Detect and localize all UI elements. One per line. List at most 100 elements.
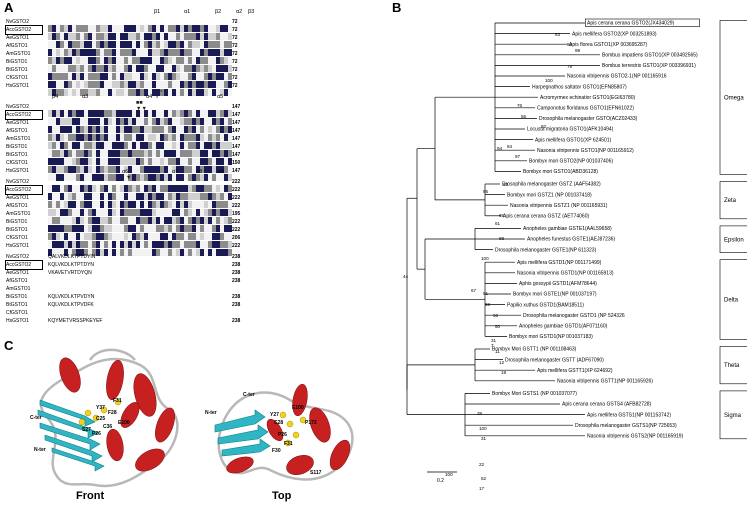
panel-label-a: A: [4, 0, 14, 15]
residue-number: 72: [232, 43, 238, 49]
front-residue-label: F28: [108, 410, 117, 416]
top-residue-label: P172: [305, 420, 317, 426]
active-site-residues: [279, 411, 307, 447]
sequence-residues: [48, 144, 232, 157]
species-name: AfGSTO1: [6, 203, 28, 209]
bootstrap-value: 31: [481, 436, 487, 441]
bootstrap-value: 31: [491, 338, 497, 343]
highlighted-taxon-box: [585, 18, 700, 27]
residue-number: 147: [232, 168, 241, 174]
beta-sheet: [37, 399, 105, 472]
species-name: AccGSTO2: [5, 110, 43, 120]
residue-number: 147: [232, 144, 241, 150]
taxon-label: Apis cerana cerana GSTZ (AET74060): [503, 214, 589, 220]
gst-class-label: Theta: [724, 363, 740, 369]
species-name: CfGSTO1: [6, 160, 28, 166]
taxon-label: Nasonia vitripennis GSTS2(NP 001165919): [587, 434, 684, 440]
species-name: AccGSTO2: [5, 25, 43, 35]
bootstrap-value: 19: [501, 370, 507, 375]
gst-class-label: Sigma: [724, 413, 742, 419]
secondary-structure-label: α1: [184, 9, 191, 15]
bootstrap-value: 22: [479, 462, 485, 467]
residue-number: 195: [232, 211, 241, 217]
species-name: BtGSTO1: [6, 227, 28, 233]
residue-number: 238: [232, 278, 241, 284]
species-name: AmGSTO1: [6, 211, 31, 217]
front-cter-label: C-ter: [30, 415, 42, 421]
top-residue-label: C28: [274, 420, 284, 426]
sequence-residues: [48, 187, 232, 200]
taxon-label: Anopheles gambiae GSTE1(AAL59658): [523, 226, 612, 232]
sequence-residues: [48, 43, 232, 56]
coil-loop: [88, 348, 136, 361]
gst-class-bracket: [719, 20, 747, 175]
sequence-residues: [48, 211, 232, 224]
residue-number: 72: [232, 83, 238, 89]
sequence-residues: [48, 243, 232, 256]
species-name: HsGSTO1: [6, 168, 29, 174]
taxon-label: Nasonia vitripennis GSTD1(NP 001165913): [517, 271, 614, 277]
sequence-residues: [48, 152, 232, 165]
sequence-residues: KQLVKDLKTPVDFK: [48, 301, 94, 308]
top-residue-label: F31: [284, 441, 293, 447]
sequence-residues: [48, 67, 232, 80]
sequence-residues: [48, 136, 232, 149]
taxon-label: Bombyx mori GSTO2(NP 001037406): [529, 159, 613, 165]
taxon-label: Apis mellifera GSTO2(XP 003251893): [572, 31, 657, 37]
residue-number: 72: [232, 27, 238, 33]
residue-number: 222: [232, 219, 241, 225]
residue-number: 238: [232, 262, 241, 268]
secondary-structure-label: β3: [248, 9, 255, 15]
sequence-residues: [48, 310, 232, 317]
secondary-structure-label: β1: [154, 9, 161, 15]
residue-number: 147: [232, 136, 241, 142]
conserved-site-marker: ▼: [126, 175, 132, 181]
gst-class-bracket: [719, 259, 747, 340]
bootstrap-value: 33: [485, 302, 491, 307]
taxon-label: Nasonia vitripennis GSTZ1 (NP 001165931): [510, 203, 608, 209]
residue-number: 72: [232, 35, 238, 41]
sequence-residues: [48, 160, 232, 173]
residue-number: 222: [232, 203, 241, 209]
bootstrap-value: 50: [495, 324, 501, 329]
sequence-residues: [48, 112, 232, 125]
top-view-structure: [214, 383, 354, 481]
taxon-label: Anopheles funestus GSTE1(AEJ87236): [527, 237, 615, 243]
sequence-residues: [48, 278, 232, 285]
secondary-structure-label: α3: [82, 94, 89, 100]
front-residue-label: P26: [92, 431, 101, 437]
species-name: CfGSTO1: [6, 235, 28, 241]
species-name: AfGSTO1: [6, 43, 28, 49]
taxon-label: Nasonia vitripennis GSTO1(NP 001165912): [537, 148, 634, 154]
bootstrap-value: 99: [575, 48, 581, 53]
residue-number: 222: [232, 187, 241, 193]
taxon-label: Drosophila melanogaster GSTO(ACZ02433): [539, 116, 638, 122]
sequence-residues: [48, 179, 232, 192]
panel-label-b: B: [392, 0, 402, 15]
taxon-label: Bombyx mori GSTD1(NP 001037183): [509, 334, 593, 340]
taxon-label: Bombus terrestris GSTO1(XP 003396931): [602, 63, 696, 69]
taxon-label: Apis cerana cerana GSTO2(JX434029): [587, 21, 675, 27]
bootstrap-value: 63: [555, 32, 561, 37]
species-name: BiGSTO1: [6, 144, 28, 150]
residue-number: 147: [232, 120, 241, 126]
protein-structure-panel: [37, 348, 354, 488]
secondary-structure-label: α2: [236, 9, 243, 15]
species-name: NvGSTO2: [6, 104, 29, 110]
species-name: AmGSTO1: [6, 286, 31, 292]
bootstrap-value: 76: [517, 103, 523, 108]
